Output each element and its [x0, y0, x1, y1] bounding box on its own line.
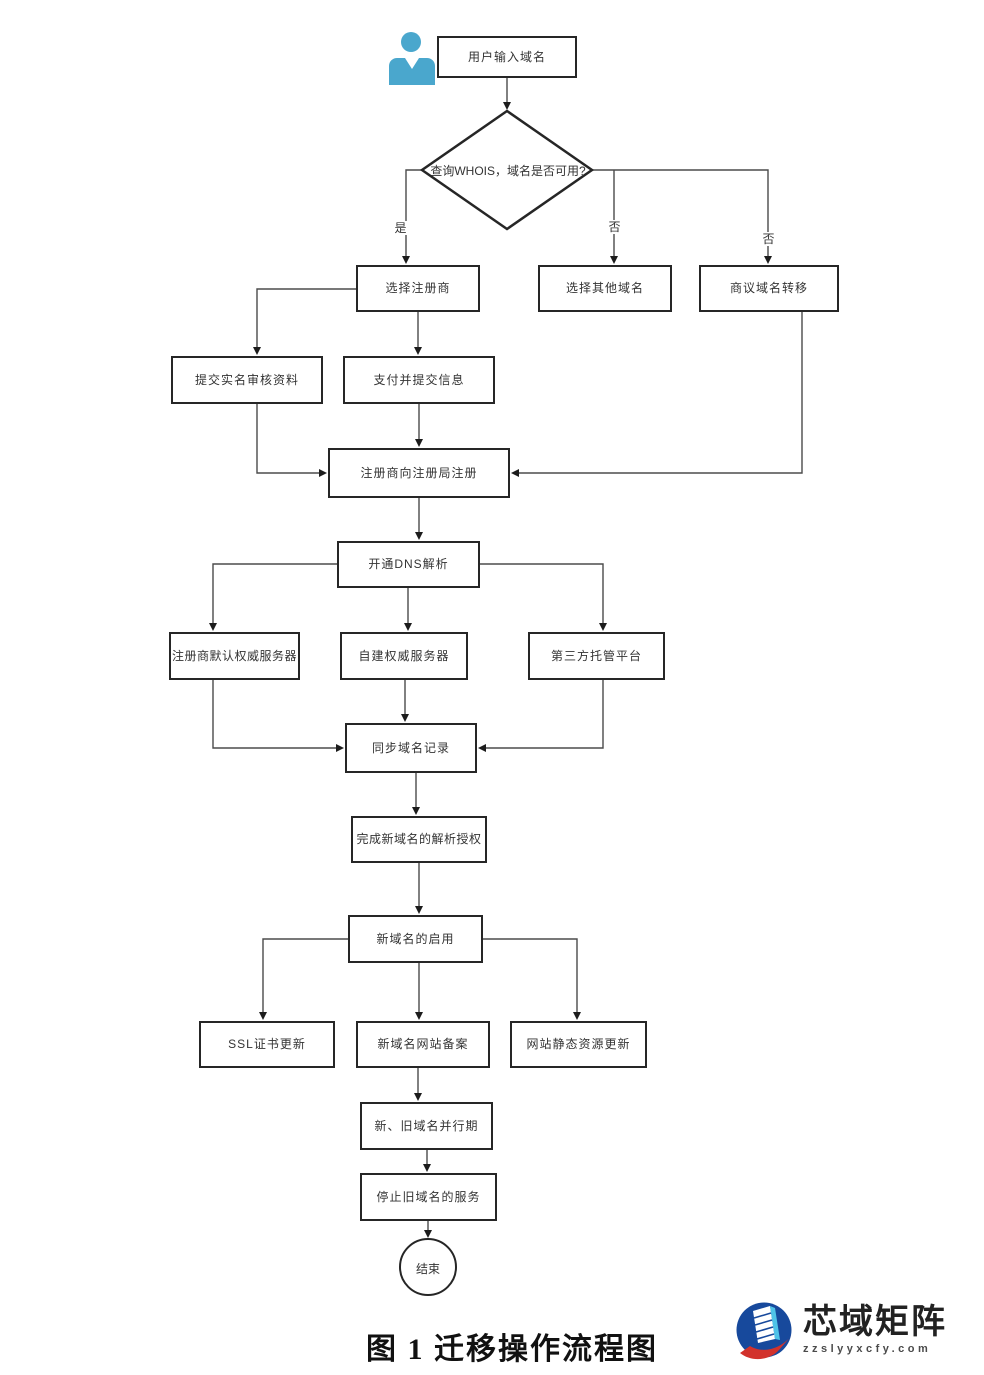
- edge-label-yes: 是: [393, 221, 408, 235]
- decision-diamond: [419, 109, 595, 231]
- node-third-party-hosting: 第三方托管平台: [528, 632, 665, 680]
- node-enable-new-domain: 新域名的启用: [348, 915, 483, 963]
- node-choose-registrar: 选择注册商: [356, 265, 480, 312]
- logo-domain-text: zzslyyxcfy.com: [803, 1342, 932, 1355]
- node-submit-realname: 提交实名审核资料: [171, 356, 323, 404]
- node-ssl-cert-update: SSL证书更新: [199, 1021, 335, 1068]
- edge-enable-to-static: [483, 938, 581, 1020]
- node-sync-domain-records: 同步域名记录: [345, 723, 477, 773]
- logo-brand-text: 芯域矩阵: [803, 1303, 947, 1342]
- edge-label-no-transfer: 否: [761, 232, 776, 246]
- edge-dns-to-default-ns: [209, 563, 340, 631]
- node-parallel-period: 新、旧域名并行期: [360, 1102, 493, 1150]
- node-enable-dns: 开通DNS解析: [337, 541, 480, 588]
- node-stop-old-domain: 停止旧域名的服务: [360, 1173, 497, 1221]
- edge-enable-to-ssl: [259, 938, 348, 1020]
- node-registrar-default-ns: 注册商默认权威服务器: [169, 632, 300, 680]
- node-registrar-to-registry: 注册商向注册局注册: [328, 448, 510, 498]
- user-icon: [389, 32, 435, 85]
- figure-caption: 图 1 迁移操作流程图: [366, 1333, 658, 1366]
- edge-thirdparty-to-sync: [478, 680, 604, 752]
- edge-no-negotiate-transfer: [592, 169, 772, 264]
- edge-realname-to-registry: [256, 404, 327, 477]
- node-pay-and-submit: 支付并提交信息: [343, 356, 495, 404]
- edge-yes-choose-registrar: [402, 169, 422, 264]
- brand-logo: 芯域矩阵 zzslyyxcfy.com: [733, 1295, 973, 1365]
- edge-dns-to-thirdparty: [480, 563, 607, 631]
- node-complete-resolution-auth: 完成新域名的解析授权: [351, 816, 487, 863]
- edge-defaultns-to-sync: [212, 680, 344, 752]
- node-new-domain-icp: 新域名网站备案: [356, 1021, 490, 1068]
- logo-icon: [736, 1302, 792, 1360]
- end-label: 结束: [415, 1262, 440, 1276]
- edge-transfer-to-registry: [511, 312, 803, 477]
- node-user-input: 用户输入域名: [437, 36, 577, 78]
- node-negotiate-transfer: 商议域名转移: [699, 265, 839, 312]
- node-self-built-ns: 自建权威服务器: [340, 632, 468, 680]
- decision-whois-label: 查询WHOIS，域名是否可用?: [430, 164, 586, 178]
- edge-registrar-to-realname: [253, 288, 356, 355]
- end-circle: [399, 1238, 457, 1296]
- edge-label-no-other: 否: [607, 220, 622, 234]
- node-static-resource-update: 网站静态资源更新: [510, 1021, 647, 1068]
- node-choose-other-domain: 选择其他域名: [538, 265, 672, 312]
